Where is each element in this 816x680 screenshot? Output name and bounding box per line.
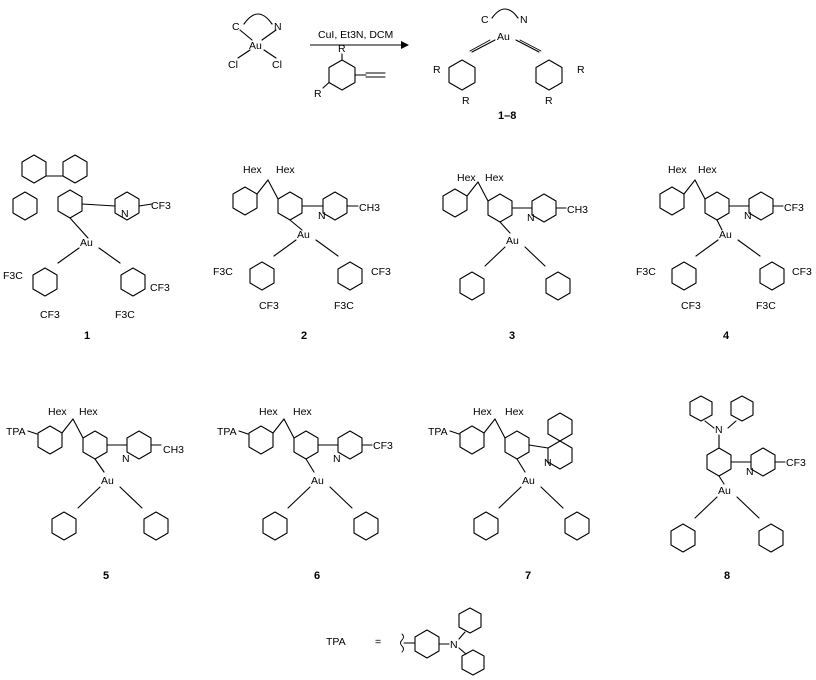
compound-7: TPA Hex Hex N Au 7 [428, 406, 590, 582]
compound-4-cf3-a: F3C [636, 266, 656, 278]
compound-2-number: 2 [301, 330, 307, 342]
compound-2-cf3-a: F3C [213, 266, 233, 278]
product-n-label: N [520, 14, 528, 26]
compound-1-cf3-a: F3C [3, 270, 23, 282]
compound-5-number: 5 [103, 570, 109, 582]
compound-2-ch3: CH3 [359, 202, 380, 214]
tpa-legend-label: TPA [326, 636, 346, 648]
compound-2-cf3-d: F3C [334, 300, 354, 312]
compound-4-n-label: N [744, 210, 752, 222]
compound-3-ch3: CH3 [567, 204, 588, 216]
compound-3-number: 3 [509, 330, 515, 342]
tpa-definition: TPA = N [326, 607, 485, 676]
compound-6-hex-2: Hex [293, 406, 312, 418]
compound-2-hex-2: Hex [276, 164, 295, 176]
compound-8-number: 8 [724, 570, 730, 582]
compound-4-cf3-d: F3C [756, 300, 776, 312]
product-r-label-1: R [433, 64, 441, 76]
compound-7-hex-1: Hex [473, 406, 492, 418]
reaction-conditions: CuI, Et3N, DCM [318, 29, 393, 41]
compound-3-n-label: N [527, 212, 535, 224]
product-c-label: C [481, 14, 489, 26]
compound-8-n-label: N [746, 466, 754, 478]
compound-4: Hex Hex N CF3 Au F3C CF3 CF3 F3C 4 [636, 164, 812, 342]
compound-3-au-label: Au [506, 235, 519, 247]
compound-6: TPA Hex Hex N CF3 Au 6 [217, 406, 393, 582]
reactant-c-label: C [232, 21, 240, 33]
compound-4-number: 4 [723, 330, 730, 342]
compound-1-cf3-b: CF3 [40, 309, 60, 321]
compound-7-n-label: N [544, 457, 552, 469]
compound-1-n-label: N [121, 208, 129, 220]
product-r-label-3: R [577, 64, 585, 76]
tpa-legend-equals: = [375, 636, 381, 648]
compound-6-cf3: CF3 [373, 440, 393, 452]
compound-3-hex-2: Hex [485, 172, 504, 184]
compound-2: Hex Hex N CH3 Au F3C CF3 CF3 F3C 2 [213, 164, 391, 342]
product-r-label-2: R [462, 95, 470, 107]
compound-2-cf3-b: CF3 [259, 300, 279, 312]
reagent-r-label-1: R [338, 43, 346, 55]
compound-2-cf3-c: CF3 [371, 266, 391, 278]
tpa-legend-n: N [450, 639, 458, 651]
compound-2-n-label: N [318, 210, 326, 222]
compound-7-number: 7 [525, 570, 531, 582]
compound-5-hex-1: Hex [48, 406, 67, 418]
product-au-label: Au [497, 31, 510, 43]
compound-8: N N CF3 Au 8 [670, 395, 806, 582]
compound-6-n-label: N [333, 453, 341, 465]
product-general: C N Au R R R R 1–8 [433, 8, 585, 122]
compound-4-au-label: Au [719, 229, 732, 241]
compound-2-au-label: Au [297, 229, 310, 241]
compound-7-au-label: Au [522, 475, 535, 487]
reagent-r-label-2: R [314, 88, 322, 100]
compound-3: Hex Hex N CH3 Au 3 [442, 172, 588, 342]
reactant-cl-label-1: Cl [228, 59, 238, 71]
compound-8-au-label: Au [718, 485, 731, 497]
compound-3-hex-1: Hex [457, 172, 476, 184]
product-range-label: 1–8 [498, 110, 516, 122]
compound-6-tpa: TPA [217, 426, 237, 438]
compound-4-cf3-c: CF3 [792, 266, 812, 278]
compound-4-hex-1: Hex [668, 164, 687, 176]
compound-5-hex-2: Hex [79, 406, 98, 418]
reactant-cl-label-2: Cl [272, 59, 282, 71]
compound-8-amine-n: N [715, 424, 723, 436]
product-r-label-4: R [545, 95, 553, 107]
reagent-aryl-alkyne: R R [314, 43, 386, 100]
compound-2-hex-1: Hex [243, 164, 262, 176]
compound-8-cf3: CF3 [786, 457, 806, 469]
compound-4-cf3: CF3 [784, 202, 804, 214]
compound-1-au-label: Au [80, 237, 93, 249]
compound-5-ch3: CH3 [163, 444, 184, 456]
compound-5-tpa: TPA [6, 426, 26, 438]
compound-1-cf3-d: F3C [115, 309, 135, 321]
reaction-arrow: CuI, Et3N, DCM [310, 29, 409, 49]
compound-5-n-label: N [122, 453, 130, 465]
compound-7-hex-2: Hex [505, 406, 524, 418]
compound-1: N CF3 Au F3C CF3 CF3 F3C 1 [3, 154, 171, 342]
compound-1-cf3-pyridine: CF3 [151, 200, 171, 212]
compound-1-number: 1 [84, 330, 90, 342]
reactant-au-dichloride: C N Au Cl Cl [228, 13, 282, 71]
compound-5-au-label: Au [101, 475, 114, 487]
compound-6-au-label: Au [311, 475, 324, 487]
compound-5: TPA Hex Hex N CH3 Au 5 [6, 406, 184, 582]
reactant-n-label: N [274, 21, 282, 33]
compound-4-hex-2: Hex [698, 164, 717, 176]
wavy-bond-icon [400, 633, 404, 653]
compound-6-number: 6 [314, 570, 320, 582]
compound-1-cf3-c: CF3 [150, 282, 170, 294]
compound-7-tpa: TPA [428, 426, 448, 438]
compound-6-hex-1: Hex [259, 406, 278, 418]
compound-4-cf3-b: CF3 [681, 300, 701, 312]
reactant-au-label: Au [249, 40, 262, 52]
